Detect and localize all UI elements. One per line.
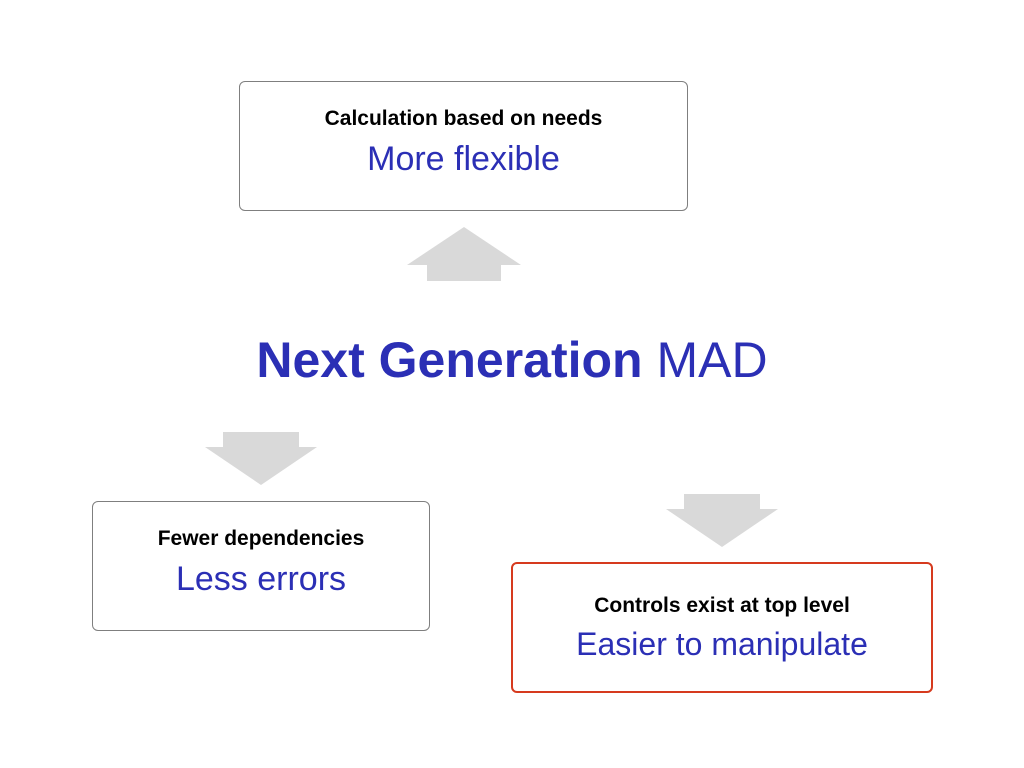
- box-top-title: Calculation based on needs: [324, 107, 603, 130]
- center-title-bold: Next Generation: [256, 332, 643, 388]
- center-title: Next Generation MAD: [0, 328, 1024, 392]
- up-arrow-icon: [407, 227, 521, 281]
- down-arrow-right-icon: [666, 494, 778, 547]
- box-left-title: Fewer dependencies: [157, 527, 365, 550]
- box-more-flexible: Calculation based on needs More flexible: [239, 81, 688, 211]
- box-top-subtitle: More flexible: [367, 140, 560, 178]
- box-right-title: Controls exist at top level: [594, 594, 850, 617]
- box-less-errors: Fewer dependencies Less errors: [92, 501, 430, 631]
- box-right-subtitle: Easier to manipulate: [576, 626, 868, 662]
- box-left-subtitle: Less errors: [175, 560, 347, 598]
- down-arrow-left-icon: [205, 432, 317, 485]
- center-title-regular: MAD: [656, 332, 768, 388]
- box-easier-to-manipulate: Controls exist at top level Easier to ma…: [511, 562, 933, 693]
